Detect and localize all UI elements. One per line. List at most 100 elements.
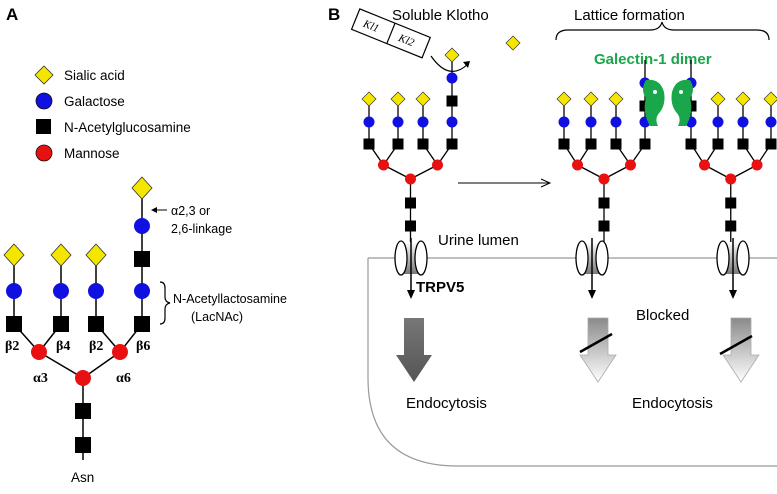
galactose-residue <box>363 116 375 128</box>
trpv5-label: TRPV5 <box>416 279 464 296</box>
linkage-line2: 2,6-linkage <box>171 222 232 236</box>
soluble-klotho-label: Soluble Klotho <box>392 7 489 24</box>
glcnac-residue <box>598 197 610 209</box>
glycan-trees-b <box>361 47 777 248</box>
channel-arrowhead <box>729 290 737 299</box>
branch-label-beta2-a: β2 <box>5 339 19 354</box>
galactose-icon <box>35 92 53 110</box>
channel-subunit <box>394 240 408 276</box>
mannose-residue <box>699 159 710 171</box>
sialic-acid-residue <box>583 91 599 107</box>
glcnac-residue <box>712 138 724 150</box>
branch-label-beta4: β4 <box>56 339 70 354</box>
glycan-a-residues <box>3 176 153 453</box>
glcnac-residue <box>558 138 570 150</box>
galactose-residue <box>392 116 404 128</box>
galactose-residue <box>558 116 570 128</box>
glcnac-residue <box>405 197 416 209</box>
endocytosis-arrow-left <box>396 318 432 382</box>
endocytosis-left-label: Endocytosis <box>406 395 487 412</box>
sialic-acid-residue <box>415 91 431 107</box>
galactose-residue <box>765 116 777 128</box>
galactose-residue <box>417 116 429 128</box>
endocytosis-right-label: Endocytosis <box>632 395 713 412</box>
galactose-residue <box>610 116 622 128</box>
glcnac-residue <box>585 138 597 150</box>
alpha6-label: α6 <box>116 371 131 386</box>
mannose-residue <box>572 159 583 171</box>
legend-sialic-acid: Sialic acid <box>64 68 125 83</box>
channel-subunit <box>575 240 589 276</box>
glycan-a-bonds <box>13 188 143 460</box>
trpv5-channel-left <box>394 238 428 299</box>
lacnac-line2: (LacNAc) <box>191 310 243 324</box>
cleavage-arrow <box>430 55 469 72</box>
channel-arrowhead <box>588 290 596 299</box>
branch-label-beta6: β6 <box>136 339 150 354</box>
sialic-acid-residue <box>390 91 406 107</box>
glcnac-residue <box>685 138 697 150</box>
linkage-arrowhead <box>151 207 157 213</box>
sialic-acid-residue <box>608 91 624 107</box>
mannose-icon <box>35 144 53 162</box>
linkage-line1: α2,3 or <box>171 204 210 218</box>
asn-label: Asn <box>71 470 94 485</box>
mannose-residue <box>751 159 763 171</box>
legend-glcnac: N-Acetylglucosamine <box>64 120 191 135</box>
mannose-residue <box>405 173 416 185</box>
cell-membrane <box>367 257 777 467</box>
glcnac-residue <box>725 197 737 209</box>
galectin-dimer-icon <box>643 79 693 126</box>
glcnac-residue <box>363 138 375 150</box>
trpv5-channel-mid <box>575 238 609 299</box>
endocytosis-arrow-right <box>722 317 760 383</box>
channel-arrowhead <box>407 290 415 299</box>
glcnac-residue <box>405 220 416 232</box>
glcnac-residue <box>446 138 458 150</box>
trpv5-channel-right <box>716 238 750 299</box>
block-bar-mid <box>579 332 613 354</box>
galactose-residue <box>446 116 458 128</box>
mannose-residue <box>432 159 443 171</box>
mannose-residue <box>378 159 389 171</box>
sialic-acid-residue <box>763 91 777 107</box>
galectin-label: Galectin-1 dimer <box>594 51 712 68</box>
channel-subunit <box>736 240 750 276</box>
glcnac-residue <box>392 138 404 150</box>
glcnac-residue <box>725 220 737 232</box>
released-sialic-acid <box>505 35 521 51</box>
sialic-acid-residue <box>735 91 751 107</box>
kl1-label: Kl1 <box>360 18 380 35</box>
panel-a-label: A <box>6 5 18 24</box>
lattice-formation-label: Lattice formation <box>574 7 685 24</box>
mannose-residue <box>598 173 610 185</box>
lattice-brace <box>555 21 770 41</box>
glcnac-residue <box>598 220 610 232</box>
block-bar-right <box>719 334 753 356</box>
lacnac-brace <box>159 281 171 325</box>
sialic-acid-residue <box>361 91 377 107</box>
panel-b-label: B <box>328 5 340 24</box>
legend-mannose: Mannose <box>64 146 120 161</box>
klotho-protein: Kl1 Kl2 <box>350 8 432 59</box>
glcnac-icon <box>36 119 51 134</box>
legend-galactose: Galactose <box>64 94 125 109</box>
urine-lumen-label: Urine lumen <box>438 232 519 249</box>
glcnac-residue <box>737 138 749 150</box>
process-arrowhead <box>540 178 552 188</box>
lacnac-line1: N-Acetyllactosamine <box>173 292 287 306</box>
endocytosis-arrow-mid <box>579 317 617 383</box>
glcnac-residue <box>610 138 622 150</box>
channel-subunit <box>414 240 428 276</box>
glcnac-residue <box>639 138 651 150</box>
galactose-residue <box>446 72 458 84</box>
galactose-residue <box>585 116 597 128</box>
cleavage-arrowhead <box>463 61 470 68</box>
galactose-residue <box>737 116 749 128</box>
alpha3-label: α3 <box>33 371 48 386</box>
glcnac-residue <box>765 138 777 150</box>
sialic-acid-residue <box>556 91 572 107</box>
sialic-acid-icon <box>34 65 54 85</box>
